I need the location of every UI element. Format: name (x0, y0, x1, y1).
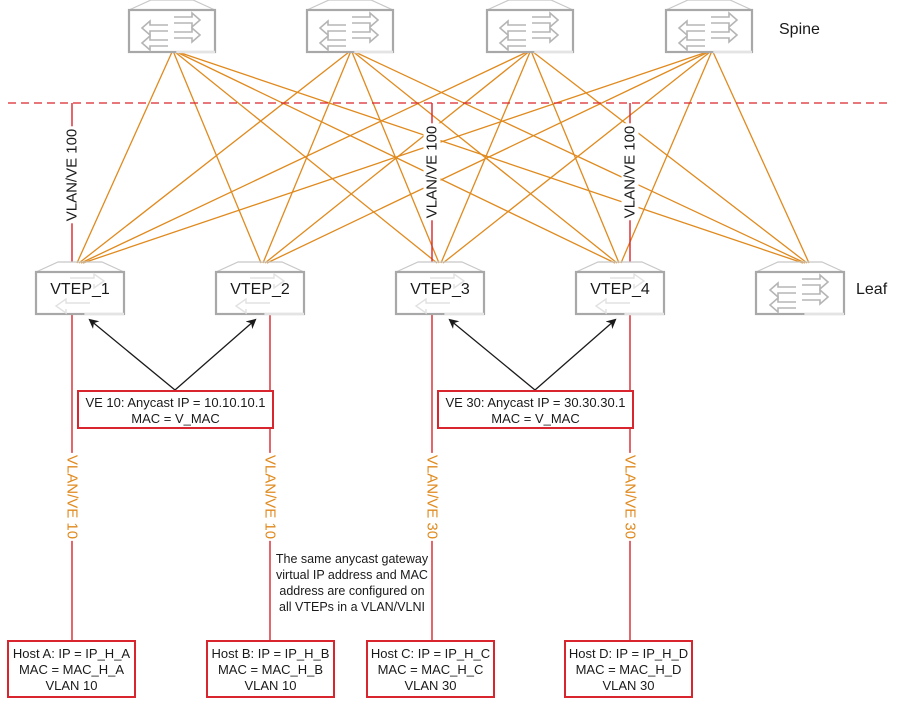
anycast-gateway-box-ve30: VE 30: Anycast IP = 30.30.30.1 MAC = V_M… (437, 390, 634, 429)
spine-layer-label: Spine (779, 21, 820, 38)
spine-switch-3-icon (485, 0, 575, 54)
link-spine-3-leaf-3 (440, 51, 531, 264)
leaf-label-vtep-4: VTEP_4 (590, 281, 650, 298)
link-spine-1-leaf-3 (174, 51, 438, 264)
link-spine-4-leaf-1 (82, 51, 708, 264)
anycast-ve30-ip: VE 30: Anycast IP = 30.30.30.1 (445, 395, 626, 410)
spine-switch-4-icon (664, 0, 754, 54)
switch-arrows-icon (677, 11, 739, 52)
host-d-ip: Host D: IP = IP_H_D (568, 646, 689, 661)
switch-arrows-icon (498, 11, 560, 52)
switches (34, 0, 846, 316)
note-line-3: address are configured on (279, 584, 425, 598)
anycast-ve30-mac: MAC = V_MAC (491, 411, 580, 426)
arrow-to-vtep-1 (88, 318, 176, 391)
switch-arrows-icon (768, 273, 830, 314)
note-line-1: The same anycast gateway (275, 552, 429, 566)
spine-leaf-links (76, 51, 810, 264)
host-c-vlan: VLAN 30 (404, 678, 457, 693)
anycast-ve10-mac: MAC = V_MAC (131, 411, 220, 426)
host-d-mac: MAC = MAC_H_D (575, 662, 682, 677)
switch-arrows-icon (414, 272, 466, 315)
leaf-switch-2-icon (214, 261, 306, 316)
link-spine-3-leaf-1 (80, 51, 528, 264)
arrow-to-vtep-3 (448, 318, 536, 391)
switch-arrows-icon (54, 272, 106, 315)
switch-arrows-icon (140, 11, 202, 52)
switch-arrows-icon (594, 272, 646, 315)
host-b-mac: MAC = MAC_H_B (217, 662, 324, 677)
link-spine-2-leaf-2 (262, 51, 352, 264)
switch-arrows-icon (234, 272, 286, 315)
leaf-label-vtep-3: VTEP_3 (410, 281, 470, 298)
leaf-switch-4-icon (574, 261, 666, 316)
link-spine-1-leaf-1 (76, 51, 173, 264)
link-spine-3-leaf-4 (530, 51, 620, 264)
leaf-label-vtep-1: VTEP_1 (50, 281, 110, 298)
host-a-vlan: VLAN 10 (45, 678, 98, 693)
host-a-box: Host A: IP = IP_H_A MAC = MAC_H_A VLAN 1… (7, 640, 136, 698)
vlan-ve-30-label-host-c: VLAN/VE 30 (423, 452, 441, 542)
vlan-ve-10-label-host-b: VLAN/VE 10 (261, 452, 279, 542)
link-spine-4-leaf-2 (266, 51, 709, 264)
host-c-mac: MAC = MAC_H_C (377, 662, 484, 677)
leaf-label-vtep-2: VTEP_2 (230, 281, 290, 298)
link-spine-4-leaf-5 (712, 51, 810, 264)
spine-switch-2-icon (305, 0, 395, 54)
anycast-ve10-ip: VE 10: Anycast IP = 10.10.10.1 (85, 395, 266, 410)
link-spine-3-leaf-5 (532, 51, 808, 264)
link-spine-1-leaf-5 (177, 51, 804, 264)
host-b-vlan: VLAN 10 (244, 678, 297, 693)
host-b-box: Host B: IP = IP_H_B MAC = MAC_H_B VLAN 1… (206, 640, 335, 698)
host-b-ip: Host B: IP = IP_H_B (211, 646, 330, 661)
link-spine-1-leaf-2 (172, 51, 262, 264)
vlan-ve-100-label-2: VLAN/VE 100 (423, 123, 441, 221)
link-spine-4-leaf-4 (620, 51, 713, 264)
note-line-4: all VTEPs in a VLAN/VLNI (279, 600, 425, 614)
host-c-box: Host C: IP = IP_H_C MAC = MAC_H_C VLAN 3… (366, 640, 495, 698)
note-line-2: virtual IP address and MAC (276, 568, 428, 582)
leaf-layer-label: Leaf (856, 281, 888, 298)
vlan-ve-10-label-host-a: VLAN/VE 10 (63, 452, 81, 542)
host-a-mac: MAC = MAC_H_A (18, 662, 125, 677)
vlan-ve-100-label-3: VLAN/VE 100 (621, 123, 639, 221)
leaf-switch-5-icon (754, 261, 846, 316)
anycast-explanation-note: The same anycast gateway virtual IP addr… (274, 551, 430, 615)
leaf-switch-3-icon (394, 261, 486, 316)
link-spine-4-leaf-3 (442, 51, 711, 264)
arrow-to-vtep-4 (534, 318, 617, 391)
vlan-ve-30-label-host-d: VLAN/VE 30 (621, 452, 639, 542)
host-c-ip: Host C: IP = IP_H_C (370, 646, 491, 661)
arrow-to-vtep-2 (174, 318, 257, 391)
anycast-gateway-box-ve10: VE 10: Anycast IP = 10.10.10.1 MAC = V_M… (77, 390, 274, 429)
link-spine-2-leaf-5 (354, 51, 806, 264)
spine-switch-1-icon (127, 0, 217, 54)
leaf-switch-1-icon (34, 261, 126, 316)
anycast-arrows (88, 318, 617, 391)
host-a-ip: Host A: IP = IP_H_A (12, 646, 131, 661)
host-d-vlan: VLAN 30 (602, 678, 655, 693)
host-d-box: Host D: IP = IP_H_D MAC = MAC_H_D VLAN 3… (564, 640, 693, 698)
vlan-ve-100-label-1: VLAN/VE 100 (63, 126, 81, 224)
link-spine-2-leaf-1 (78, 51, 350, 264)
switch-arrows-icon (318, 11, 380, 52)
